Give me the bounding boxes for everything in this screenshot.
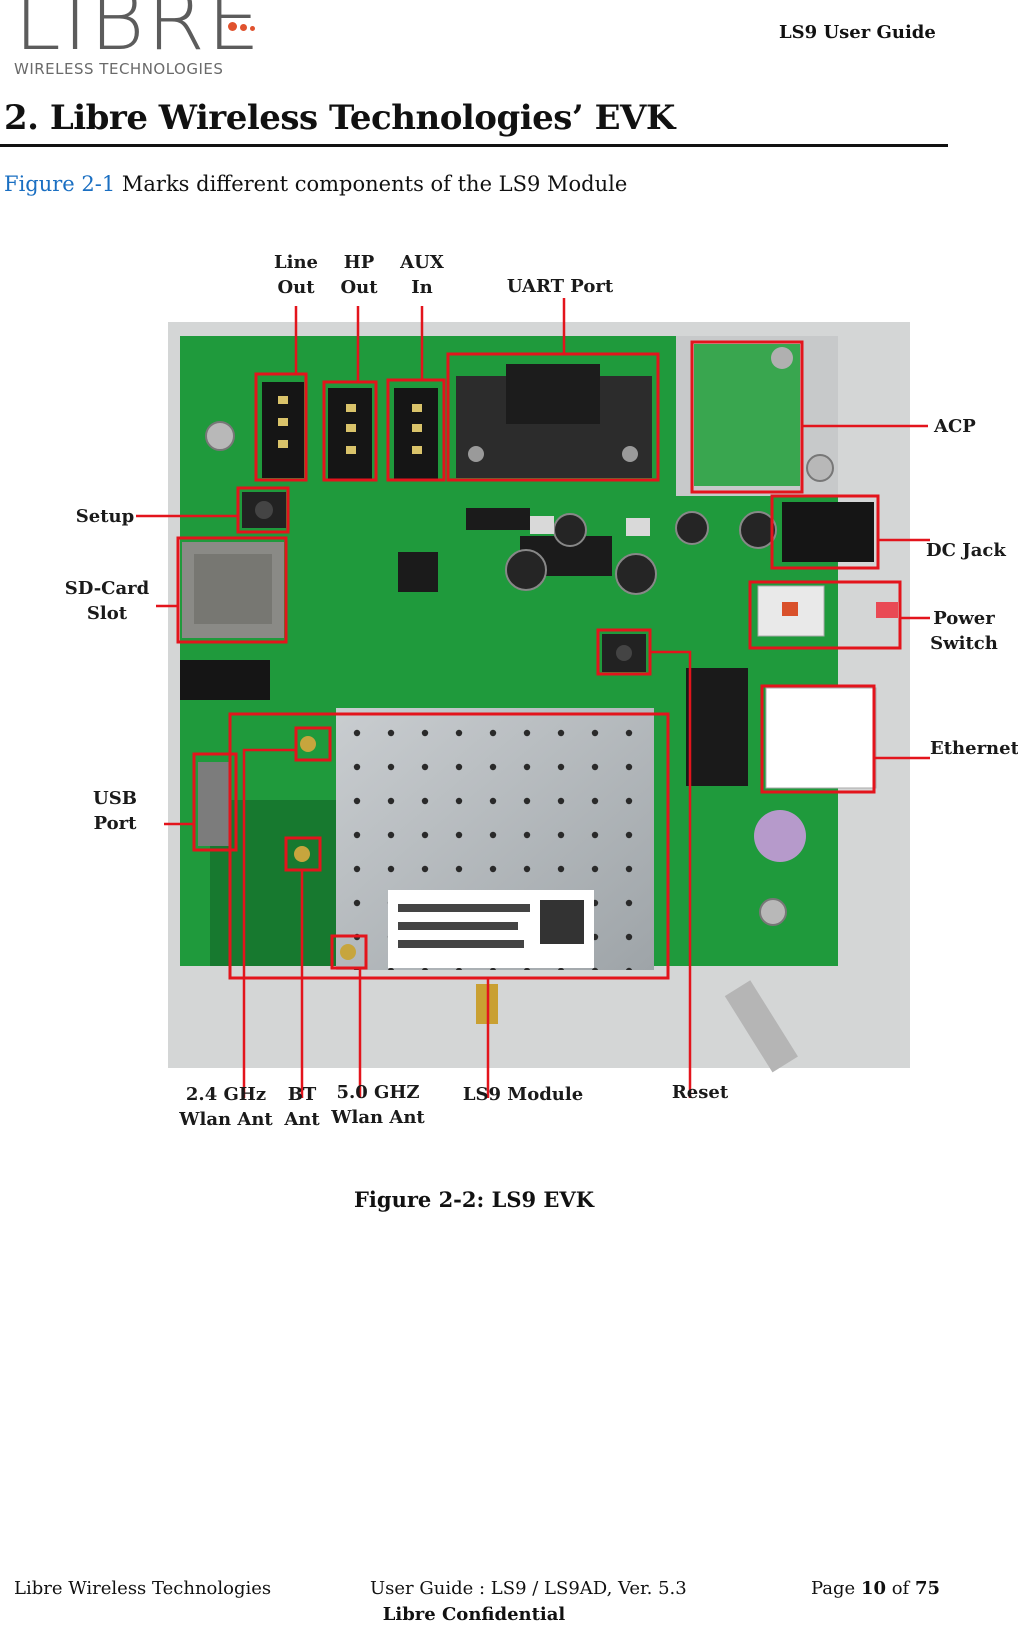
figure-caption: Figure 2-2: LS9 EVK — [354, 1187, 594, 1212]
label-acp: ACP — [934, 416, 976, 437]
page-of: of — [886, 1578, 915, 1599]
heading-rule — [0, 144, 948, 147]
evk-board-illustration — [136, 298, 930, 1098]
label-ls9-module: LS9 Module — [462, 1084, 584, 1105]
label-wlan-24ghz-ant: 2.4 GHz Wlan Ant — [179, 1084, 273, 1130]
hp-out-jack — [328, 388, 372, 480]
section-heading: 2. Libre Wireless Technologies’ EVK — [4, 98, 675, 138]
footer-confidential: Libre Confidential — [382, 1604, 566, 1625]
label-hp-out: HP Out — [340, 252, 378, 298]
intro-paragraph: Figure 2-1 Marks different components of… — [4, 172, 627, 196]
libre-logo: LIBRE WIRELESS TECHNOLOGIES — [10, 0, 270, 80]
footer-guide-version: User Guide : LS9 / LS9AD, Ver. 5.3 — [370, 1578, 687, 1599]
page-current: 10 — [860, 1578, 886, 1599]
logo-tagline: WIRELESS TECHNOLOGIES — [14, 60, 224, 78]
label-wlan-50ghz-ant: 5.0 GHZ Wlan Ant — [331, 1082, 425, 1128]
ethernet-port — [765, 687, 877, 789]
footer-page-number: Page 10 of 75 — [811, 1578, 940, 1599]
callout-highlight-boxes — [176, 340, 902, 980]
label-dc-jack: DC Jack — [926, 540, 1006, 561]
usb-connector — [198, 762, 230, 846]
figure-reference-link[interactable]: Figure 2-1 — [4, 172, 116, 196]
footer-company: Libre Wireless Technologies — [14, 1578, 272, 1599]
label-power-switch: Power Switch — [930, 608, 998, 654]
dc-jack — [782, 502, 874, 562]
aux-in-jack — [394, 388, 438, 480]
label-setup: Setup — [75, 506, 135, 527]
page-total: 75 — [914, 1578, 941, 1599]
label-uart-port: UART Port — [506, 276, 614, 297]
label-usb-port: USB Port — [93, 788, 137, 834]
page-prefix: Page — [811, 1578, 861, 1599]
label-ethernet: Ethernet — [930, 738, 1018, 759]
evk-figure: Line Out HP Out AUX In UART Port ACP Set… — [0, 240, 1018, 1140]
callout-leader-lines — [136, 298, 930, 1098]
label-bt-ant: BT Ant — [284, 1084, 320, 1130]
logo-dots-icon — [228, 16, 258, 35]
label-line-out: Line Out — [273, 252, 319, 298]
ethernet-transformer — [686, 668, 748, 786]
label-sd-card-slot: SD-Card Slot — [64, 578, 150, 624]
logo-wordmark: LIBRE — [14, 0, 263, 69]
intro-text: Marks different components of the LS9 Mo… — [115, 172, 628, 196]
label-aux-in: AUX In — [400, 252, 444, 298]
label-reset: Reset — [671, 1082, 729, 1103]
running-header-title: LS9 User Guide — [779, 22, 936, 43]
